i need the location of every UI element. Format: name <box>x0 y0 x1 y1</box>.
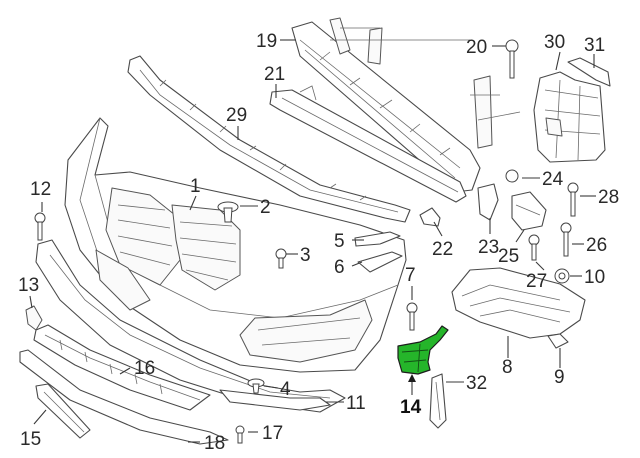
callout-10: 10 <box>584 267 605 288</box>
part-21-crossbar <box>269 85 467 203</box>
fastener-27 <box>528 234 540 261</box>
callout-28: 28 <box>598 187 619 208</box>
part-32-trim <box>429 373 447 429</box>
part-31-bracket-plate <box>567 57 611 87</box>
callout-15: 15 <box>20 429 41 450</box>
part-15-plate-bracket <box>35 383 91 439</box>
fastener-26 <box>560 222 572 257</box>
fastener-4 <box>247 378 265 394</box>
fastener-12 <box>34 212 46 241</box>
callout-29: 29 <box>226 105 247 126</box>
part-30-bracket-assembly <box>533 71 606 163</box>
callout-23: 23 <box>478 237 499 258</box>
callout-16: 16 <box>134 358 155 379</box>
fastener-7 <box>406 302 418 331</box>
part-16-lower-grille <box>33 324 211 411</box>
callout-17: 17 <box>262 423 283 444</box>
callout-22: 22 <box>432 239 453 260</box>
callout-2: 2 <box>260 197 271 218</box>
fastener-17 <box>235 425 245 444</box>
callout-31: 31 <box>584 35 605 56</box>
part-29-trim-strip <box>127 55 411 223</box>
part-11-lip-strip <box>219 389 331 411</box>
part-25-bracket <box>511 191 547 231</box>
callout-5: 5 <box>334 231 345 252</box>
part-13-lower-trim <box>25 239 346 413</box>
part-6-bracket <box>357 251 403 273</box>
fastener-24 <box>505 169 519 183</box>
part-1-bumper-cover <box>64 117 407 373</box>
callout-7: 7 <box>405 265 416 286</box>
part-18-trim-lip <box>19 349 229 445</box>
fastener-10 <box>554 268 570 284</box>
part-9-clip <box>547 333 569 349</box>
callout-25: 25 <box>498 246 519 267</box>
callout-11: 11 <box>346 393 366 414</box>
callout-24: 24 <box>542 169 564 190</box>
callout-4: 4 <box>280 379 291 400</box>
callout-13: 13 <box>18 275 39 296</box>
callout-21: 21 <box>264 64 285 85</box>
callout-labels: 19 20 30 31 21 29 1 2 3 12 13 16 15 18 1… <box>18 31 619 454</box>
callout-8: 8 <box>502 357 513 378</box>
part-22-clip <box>419 207 441 227</box>
callout-1: 1 <box>190 176 201 197</box>
callout-6: 6 <box>334 257 345 278</box>
part-14-highlighted-bracket <box>397 325 449 375</box>
part-5-bracket <box>354 231 401 247</box>
callout-12: 12 <box>30 179 51 200</box>
callout-18: 18 <box>204 433 225 453</box>
part-19-carrier <box>291 17 521 193</box>
fastener-20 <box>505 39 519 79</box>
callout-19: 19 <box>256 31 277 52</box>
callout-27: 27 <box>526 271 547 292</box>
callout-20: 20 <box>466 37 487 58</box>
fastener-28 <box>567 182 579 217</box>
fastener-2 <box>217 201 239 223</box>
callout-3: 3 <box>300 245 311 266</box>
callout-26: 26 <box>586 235 607 256</box>
callout-32: 32 <box>466 373 487 394</box>
part-23-bracket <box>477 183 499 221</box>
part-8-side-bracket <box>451 267 586 339</box>
callout-14: 14 <box>400 397 422 418</box>
leader-lines <box>29 39 596 443</box>
callout-9: 9 <box>554 367 565 388</box>
callout-30: 30 <box>544 32 565 53</box>
